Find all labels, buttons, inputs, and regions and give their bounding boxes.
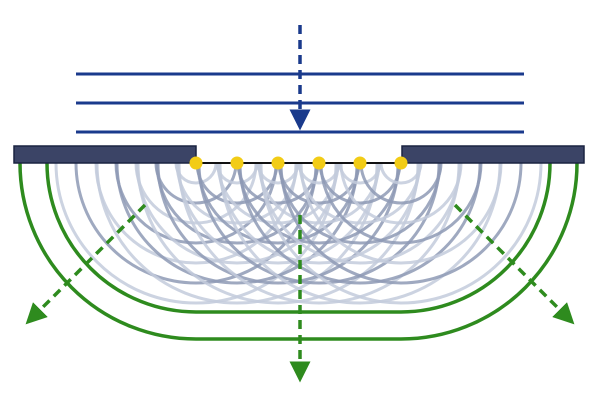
wavelet-arc	[258, 162, 462, 265]
barrier	[13, 145, 585, 164]
secondary-source-point	[312, 156, 326, 170]
wavelet-arc	[379, 162, 423, 185]
huygens-wavelets	[54, 162, 543, 305]
diffracted-left-arrow	[25, 203, 147, 325]
left-barrier	[13, 145, 197, 164]
direction-arrows	[25, 25, 575, 383]
wavelet-arc	[94, 162, 298, 265]
wavelet-arc	[54, 162, 338, 305]
wavelet-arc	[279, 162, 523, 285]
secondary-source-point	[394, 156, 408, 170]
wavelet-arc	[218, 162, 502, 305]
wavelet-arc	[217, 162, 421, 265]
wavelet-arc	[95, 162, 379, 305]
wavelet-arc	[135, 162, 339, 265]
wavelet-arc	[136, 162, 420, 305]
wavelet-arc	[177, 162, 461, 305]
wavelet-arc	[339, 162, 463, 225]
wavelet-arc	[298, 162, 422, 225]
secondary-source-point	[189, 156, 203, 170]
wavelet-arc	[299, 162, 503, 265]
wavelet-arc	[259, 162, 543, 305]
wavelet-arc	[278, 162, 442, 245]
wavelet-arc	[237, 162, 401, 245]
wavelet-arc	[216, 162, 340, 225]
secondary-source-point	[353, 156, 367, 170]
wavelet-arc	[134, 162, 258, 225]
wavelet-arc	[257, 162, 381, 225]
wavelet-arc	[359, 162, 443, 205]
wavelet-arc	[175, 162, 299, 225]
secondary-source-point	[230, 156, 244, 170]
diffracted-right-arrow	[453, 203, 575, 325]
wavelet-arc	[319, 162, 483, 245]
wavelet-arc	[176, 162, 380, 265]
right-barrier	[401, 145, 585, 164]
secondary-sources	[189, 156, 408, 170]
wavelet-arc	[196, 162, 360, 245]
secondary-source-point	[271, 156, 285, 170]
